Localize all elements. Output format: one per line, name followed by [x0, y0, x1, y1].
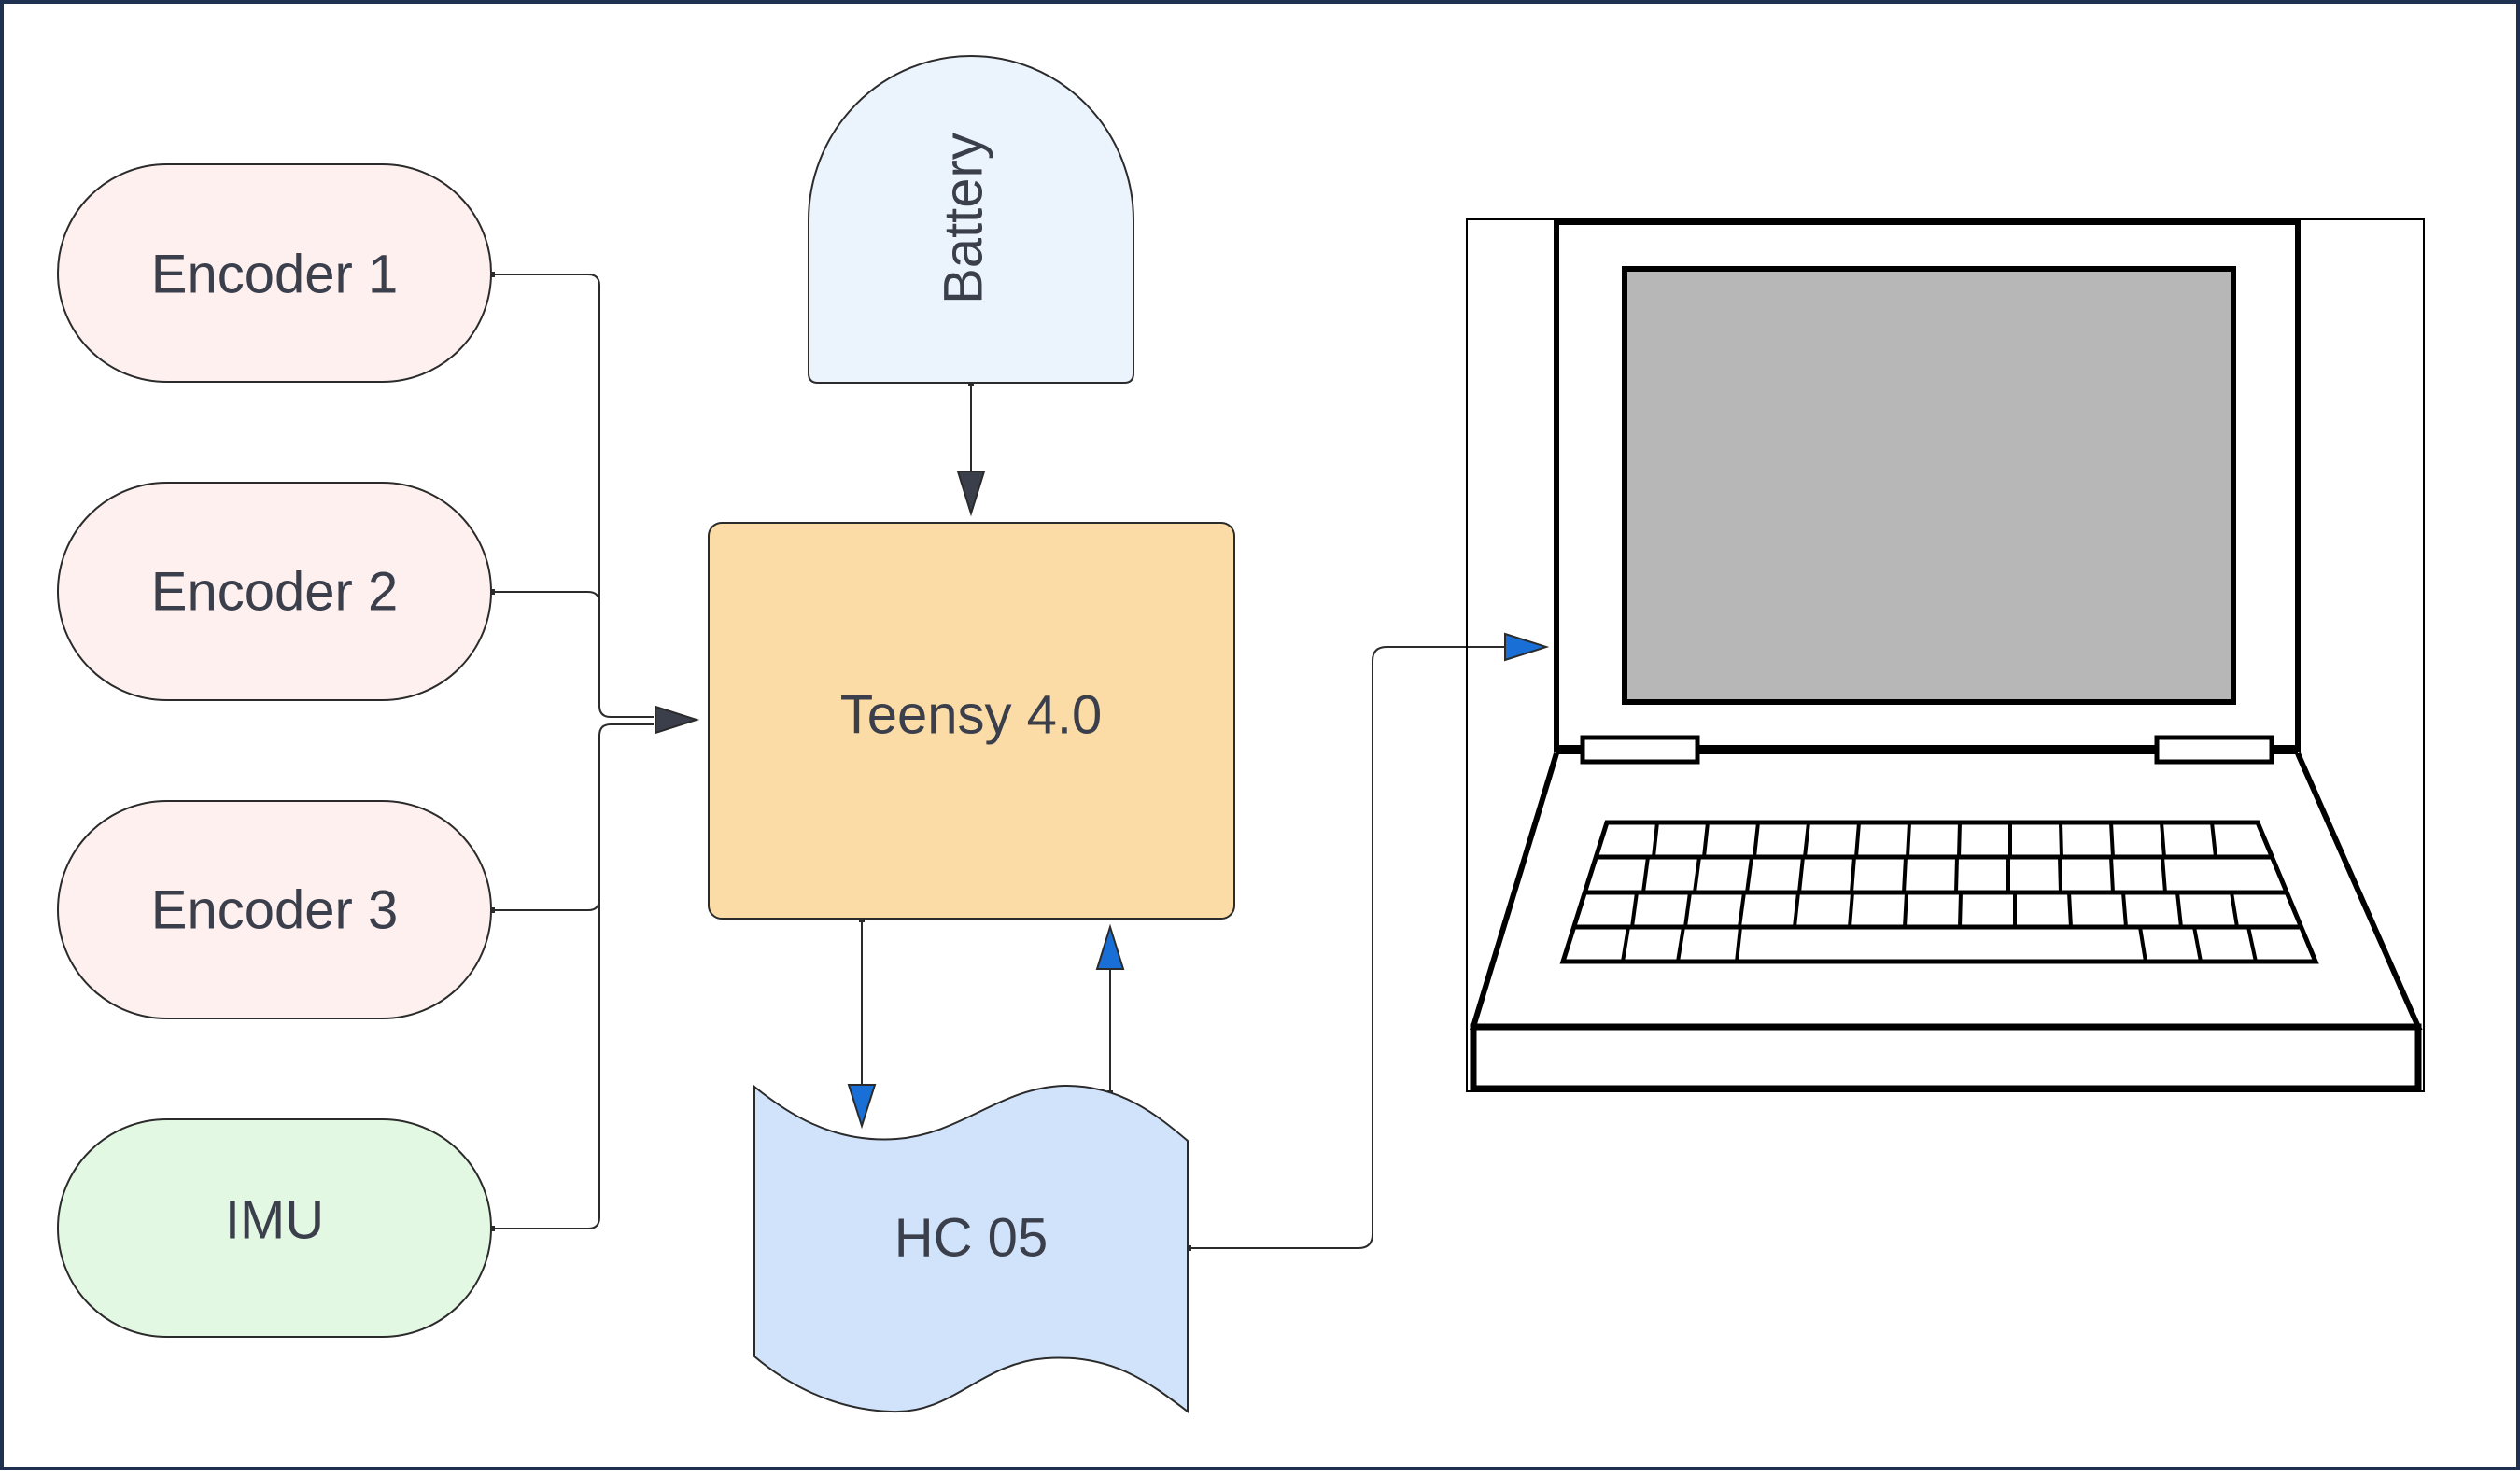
edge-encoder1-teensy: [491, 274, 654, 718]
battery-shape: [808, 55, 1134, 384]
encoder2-label: Encoder 2: [151, 561, 398, 622]
imu-label: IMU: [225, 1189, 324, 1250]
imu-shape: [57, 1118, 492, 1338]
teensy-shape: [708, 522, 1235, 920]
keyboard-key-dividers-row1: [1652, 822, 2217, 858]
encoder1-label: Encoder 1: [151, 244, 398, 304]
teensy-label: Teensy 4.0: [840, 684, 1103, 745]
node-encoder2: Encoder 2: [57, 482, 492, 701]
encoder3-shape: [57, 800, 492, 1019]
arrowhead-into-teensy-left: [655, 705, 700, 735]
laptop-screen: [1622, 266, 2236, 705]
keyboard-key-dividers-row4: [1621, 926, 2258, 962]
laptop-base-front: [1470, 1023, 2422, 1092]
encoder1-shape: [57, 163, 492, 383]
port-imu: [489, 1226, 495, 1231]
edge-imu-teensy: [491, 723, 654, 1229]
port-encoder1: [489, 272, 495, 277]
hc05-shape: [753, 1084, 1189, 1414]
node-encoder3: Encoder 3: [57, 800, 492, 1019]
connectors: [491, 274, 1505, 1249]
encoder2-shape: [57, 482, 492, 701]
port-encoder3: [489, 907, 495, 913]
node-teensy: Teensy 4.0: [708, 522, 1235, 920]
keyboard-outline: [1559, 820, 2319, 964]
keyboard-key-dividers-row2: [1641, 856, 2167, 893]
encoder3-label: Encoder 3: [151, 879, 398, 940]
node-battery: Battery: [808, 55, 1134, 384]
arrowheads: [655, 471, 1550, 1130]
arrowhead-hc05-to-teensy: [1095, 923, 1125, 970]
node-imu: IMU: [57, 1118, 492, 1338]
arrowhead-hc05-to-laptop: [1504, 632, 1550, 662]
laptop-icon: [1466, 218, 2425, 1092]
port-encoder2: [489, 589, 495, 595]
arrowhead-battery-to-teensy: [956, 471, 986, 517]
hc05-label: HC 05: [894, 1207, 1048, 1268]
battery-label: Battery: [933, 133, 993, 304]
edge-encoder2-teensy: [491, 591, 600, 604]
laptop-hinge-left: [1580, 735, 1700, 765]
edge-hc05-laptop: [1188, 646, 1505, 1249]
laptop-hinge-right: [2154, 735, 2274, 765]
keyboard-key-dividers-row3: [1630, 892, 2239, 928]
node-hc05: HC 05: [753, 1084, 1189, 1414]
arrowhead-teensy-to-hc05: [847, 1084, 877, 1130]
node-encoder1: Encoder 1: [57, 163, 492, 383]
laptop-keyboard: [1559, 820, 2319, 964]
